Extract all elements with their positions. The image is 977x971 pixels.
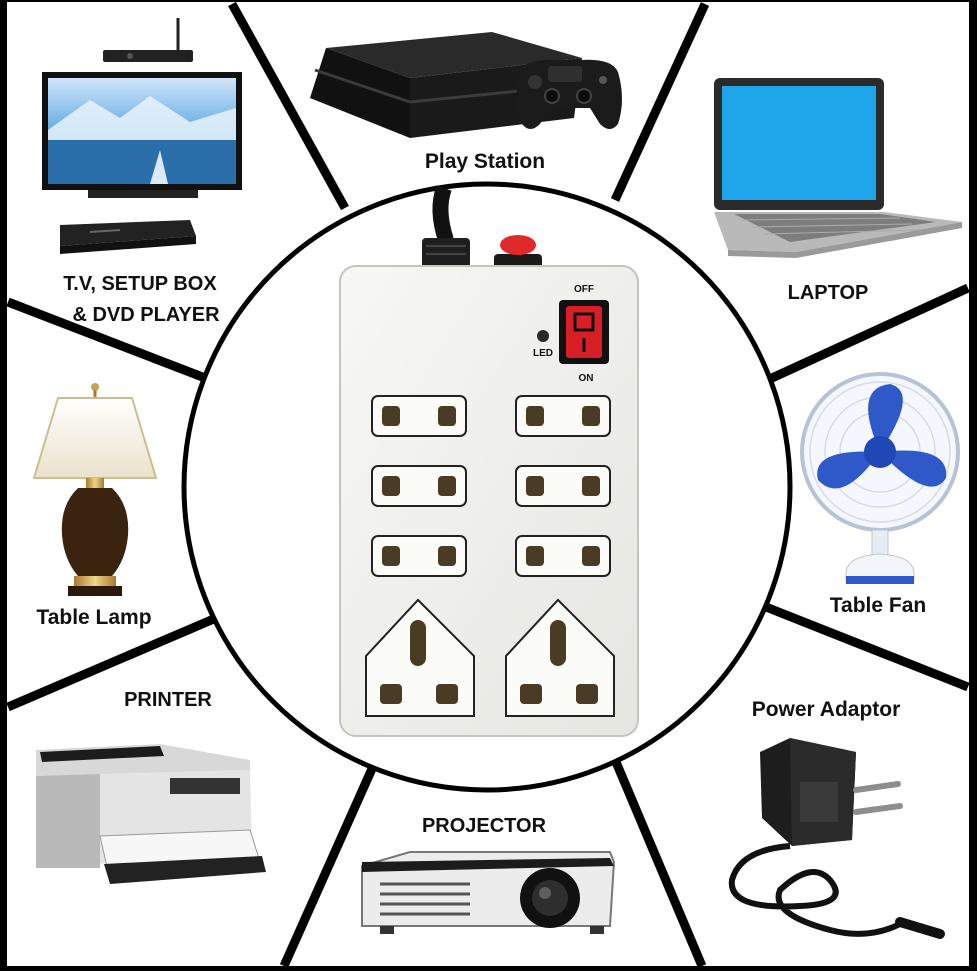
small-socket[interactable] bbox=[515, 535, 611, 577]
label-tv-line2: & DVD PLAYER bbox=[72, 304, 220, 326]
table-fan-illustration bbox=[800, 372, 960, 584]
small-socket[interactable] bbox=[371, 395, 467, 437]
power-cord bbox=[422, 185, 470, 268]
small-socket[interactable] bbox=[371, 535, 467, 577]
switch-off-label: OFF bbox=[574, 284, 594, 295]
power-strip: OFF ON LED bbox=[339, 185, 639, 737]
label-power-adaptor: Power Adaptor bbox=[752, 698, 901, 721]
power-adaptor-illustration: Power Adaptor bbox=[728, 698, 945, 939]
label-playstation: Play Station bbox=[425, 150, 545, 173]
label-tv-line1: T.V, SETUP BOX bbox=[63, 273, 217, 295]
large-socket[interactable] bbox=[505, 598, 615, 717]
laptop-illustration bbox=[714, 78, 962, 258]
switch-on-label: ON bbox=[579, 373, 594, 384]
led-label: LED bbox=[533, 348, 553, 359]
projector-illustration: PROJECTOR bbox=[361, 815, 616, 934]
printer-illustration: PRINTER bbox=[36, 689, 266, 884]
label-printer: PRINTER bbox=[124, 689, 212, 711]
label-table-fan: Table Fan bbox=[830, 594, 926, 617]
label-table-lamp: Table Lamp bbox=[36, 606, 151, 629]
large-socket-row bbox=[365, 598, 615, 717]
divider-lines bbox=[6, 1, 970, 968]
large-socket[interactable] bbox=[365, 598, 475, 717]
label-projector: PROJECTOR bbox=[422, 815, 547, 837]
led-indicator bbox=[537, 330, 549, 342]
small-socket[interactable] bbox=[515, 395, 611, 437]
tv-setupbox-dvd-illustration bbox=[42, 18, 242, 254]
label-laptop: LAPTOP bbox=[788, 282, 869, 304]
small-socket[interactable] bbox=[515, 465, 611, 507]
playstation-illustration bbox=[310, 32, 622, 138]
small-socket-grid bbox=[371, 395, 611, 577]
small-socket[interactable] bbox=[371, 465, 467, 507]
table-lamp-illustration bbox=[32, 383, 158, 596]
